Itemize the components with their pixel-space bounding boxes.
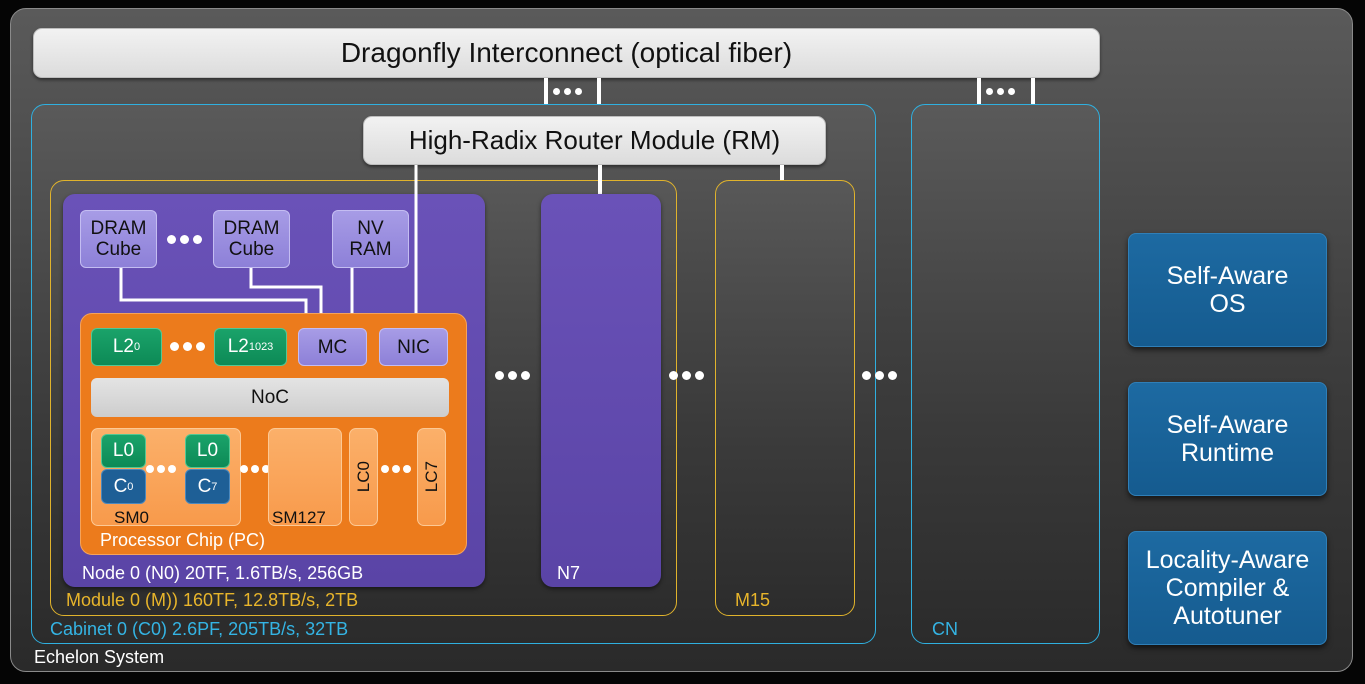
compiler-line2: Compiler & (1165, 574, 1290, 602)
ellipsis-dots (986, 88, 1015, 95)
nic: NIC (379, 328, 448, 366)
nic-label: NIC (397, 336, 430, 358)
os-line1: Self-Aware (1166, 262, 1289, 290)
nvram: NV RAM (332, 210, 409, 268)
lc0-label: LC0 (353, 461, 373, 493)
noc-label: NoC (250, 386, 289, 408)
ellipsis-dots (170, 342, 205, 351)
connector-line (598, 165, 602, 195)
module-0-label: Module 0 (M)) 160TF, 12.8TB/s, 2TB (66, 590, 359, 610)
core-subscript: 7 (211, 480, 218, 493)
connector-line (780, 165, 784, 180)
core-label: C (113, 475, 128, 497)
memory-controller: MC (298, 328, 367, 366)
dram-cube-last: DRAM Cube (213, 210, 290, 268)
ellipsis-dots (669, 371, 704, 380)
noc: NoC (91, 378, 449, 417)
runtime-line1: Self-Aware (1166, 411, 1289, 439)
lc-0: LC0 (349, 428, 378, 526)
interconnect-label: Dragonfly Interconnect (optical fiber) (340, 37, 793, 68)
core-label: C (197, 475, 212, 497)
chip-label: Processor Chip (PC) (100, 530, 266, 550)
l0-label: L0 (112, 440, 135, 461)
cabinet-0-label: Cabinet 0 (C0) 2.6PF, 205TB/s, 32TB (50, 619, 349, 639)
ellipsis-dots (146, 465, 176, 473)
module-15 (715, 180, 855, 616)
l2-subscript: 0 (134, 341, 141, 353)
compiler-line3: Autotuner (1173, 602, 1282, 630)
node-7-label: N7 (557, 563, 581, 583)
dram-label: DRAM (223, 218, 280, 239)
sm0-label: SM0 (114, 508, 149, 527)
node-0-label: Node 0 (N0) 20TF, 1.6TB/s, 256GB (82, 563, 364, 583)
cabinet-n (911, 104, 1100, 644)
dragonfly-interconnect: Dragonfly Interconnect (optical fiber) (33, 28, 1100, 78)
locality-aware-compiler-box: Locality-Aware Compiler & Autotuner (1128, 531, 1327, 645)
l2-label: L2 (112, 336, 134, 357)
lc-7: LC7 (417, 428, 446, 526)
self-aware-os-box: Self-Aware OS (1128, 233, 1327, 347)
l2-subscript: 1023 (248, 341, 274, 353)
router-label: High-Radix Router Module (RM) (408, 125, 781, 155)
core-subscript: 0 (127, 480, 134, 493)
ellipsis-dots (495, 371, 530, 380)
connector-line (977, 78, 981, 104)
cube-label: Cube (228, 239, 275, 260)
ellipsis-dots (240, 465, 270, 473)
l0-cache-first: L0 (101, 434, 146, 468)
mc-label: MC (317, 336, 348, 358)
l2-label: L2 (227, 336, 249, 357)
l0-label: L0 (196, 440, 219, 461)
connector-line (597, 78, 601, 116)
ellipsis-dots (862, 371, 897, 380)
ram-label: RAM (349, 239, 392, 260)
l0-cache-last: L0 (185, 434, 230, 468)
module-15-label: M15 (735, 590, 771, 610)
node-7 (541, 194, 661, 587)
cabinet-n-label: CN (932, 619, 958, 639)
self-aware-runtime-box: Self-Aware Runtime (1128, 382, 1327, 496)
lc7-label: LC7 (421, 461, 441, 493)
ellipsis-dots (381, 465, 411, 473)
compiler-line1: Locality-Aware (1145, 546, 1310, 574)
dram-cube-first: DRAM Cube (80, 210, 157, 268)
connector-line (1031, 78, 1035, 104)
connector-line (544, 78, 548, 116)
sm127-label: SM127 (272, 508, 326, 527)
sm-127 (268, 428, 342, 526)
system-label: Echelon System (34, 647, 165, 667)
dram-label: DRAM (90, 218, 147, 239)
router-module: High-Radix Router Module (RM) (363, 116, 826, 165)
ellipsis-dots (167, 235, 202, 244)
ellipsis-dots (553, 88, 582, 95)
runtime-line2: Runtime (1180, 439, 1275, 467)
cube-label: Cube (95, 239, 142, 260)
os-line2: OS (1209, 290, 1246, 318)
nv-label: NV (357, 218, 384, 239)
